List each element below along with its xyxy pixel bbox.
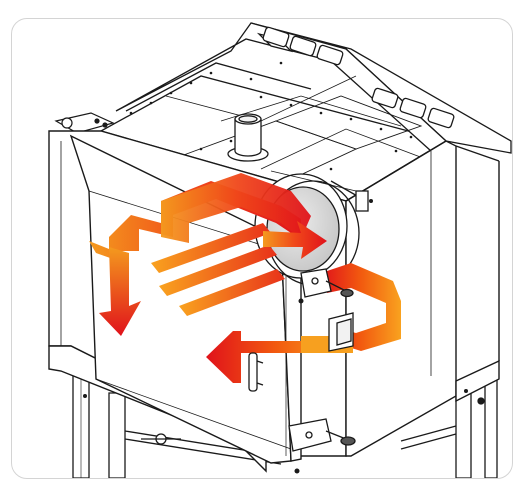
hinge-top: [54, 112, 115, 134]
door-latch-top: [300, 268, 354, 352]
top-vent-chimney: [227, 113, 269, 162]
arrow-right-loop: [321, 263, 401, 351]
vent-slots-left: [256, 26, 344, 66]
arrow-stripe-2: [159, 245, 277, 296]
arrow-into-fan: [263, 221, 327, 259]
side-hinge-marks: [83, 199, 468, 474]
figure-frame: [11, 18, 513, 479]
oven-illustration: [48, 22, 512, 478]
arrow-top-band: [161, 173, 311, 243]
door-handle: [248, 352, 264, 392]
arrow-stripe-3: [179, 269, 285, 316]
arrow-stripe-1: [151, 223, 271, 273]
airflow-arrows: [89, 173, 401, 383]
door-latch-bottom: [288, 418, 356, 452]
arrow-left-down: [99, 247, 141, 336]
vent-slots-right: [371, 87, 455, 129]
